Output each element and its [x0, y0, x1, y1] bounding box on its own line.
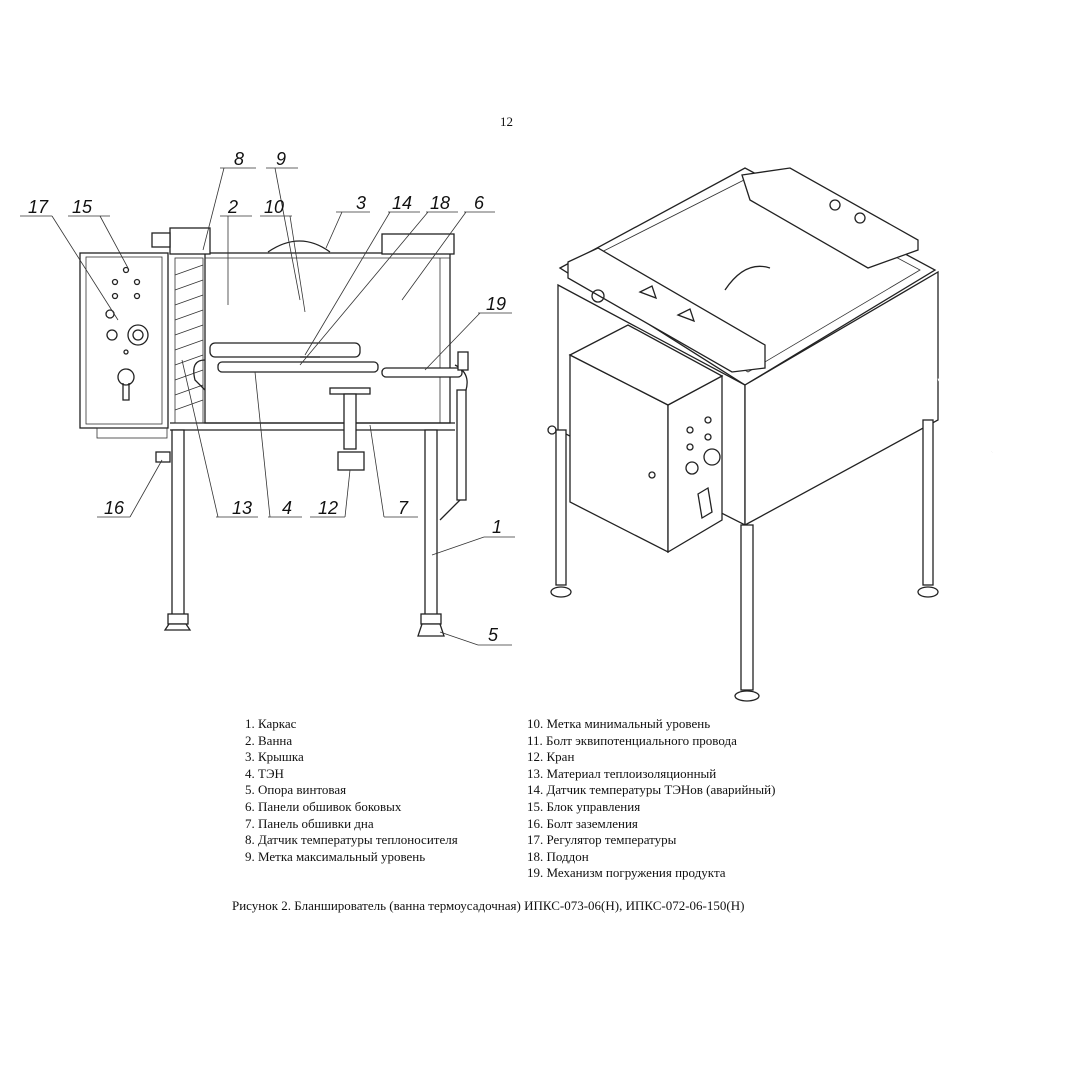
callout-9: 9	[276, 149, 286, 169]
legend-item: 13. Материал теплоизоляционный	[527, 765, 717, 781]
isometric-view	[547, 167, 1033, 702]
legend-item: 4. ТЭН	[245, 765, 284, 781]
legend-left: 1. Каркас 2. Ванна 3. Крышка 4. ТЭН 5. О…	[245, 716, 458, 865]
legend-item: 14. Датчик температуры ТЭНов (аварийный)	[527, 782, 776, 798]
tank-body	[151, 227, 469, 637]
callout-14: 14	[392, 193, 412, 213]
callout-3: 3	[356, 193, 366, 213]
legend-item: 9. Метка максимальный уровень	[245, 848, 426, 864]
callout-17: 17	[28, 197, 49, 217]
callout-8: 8	[234, 149, 244, 169]
callout-13: 13	[232, 498, 252, 518]
callout-5: 5	[488, 625, 499, 645]
callout-2: 2	[227, 197, 238, 217]
callout-15: 15	[72, 197, 93, 217]
callout-7: 7	[398, 498, 409, 518]
legend-item: 18. Поддон	[527, 848, 589, 864]
side-view: 17 15 8 9 2 10 3 14 18 6 19 16 13 4 12 7…	[20, 149, 515, 646]
legend-item: 3. Крышка	[245, 749, 304, 765]
legend-right: 10. Метка минимальный уровень 11. Болт э…	[527, 716, 775, 882]
legend-item: 2. Ванна	[245, 732, 293, 748]
legend-item: 8. Датчик температуры теплоносителя	[245, 832, 458, 848]
callout-1: 1	[492, 517, 502, 537]
leader-lines	[20, 167, 515, 646]
callout-16: 16	[104, 498, 125, 518]
legend-item: 6. Панели обшивок боковых	[245, 798, 402, 814]
legend-item: 16. Болт заземления	[527, 815, 638, 831]
figure-caption: Рисунок 2. Бланшироватeль (ванна термоус…	[232, 898, 745, 913]
legend-item: 19. Механизм погружения продукта	[527, 865, 726, 881]
legend-item: 11. Болт эквипотенциального провода	[527, 732, 737, 748]
callout-19: 19	[486, 294, 506, 314]
callout-12: 12	[318, 498, 338, 518]
page-number: 12	[500, 114, 513, 129]
legend-item: 7. Панель обшивки дна	[245, 815, 374, 831]
legend-item: 1. Каркас	[245, 716, 297, 731]
legend-item: 10. Метка минимальный уровень	[527, 716, 711, 731]
callout-18: 18	[430, 193, 450, 213]
callout-4: 4	[282, 498, 292, 518]
callout-10: 10	[264, 197, 284, 217]
legend-item: 17. Регулятор температуры	[527, 832, 677, 848]
legend-item: 12. Кран	[527, 749, 575, 765]
callout-6: 6	[474, 193, 485, 213]
control-box	[79, 252, 169, 439]
legend-item: 15. Блок управления	[527, 798, 641, 814]
legend-item: 5. Опора винтовая	[245, 782, 347, 798]
